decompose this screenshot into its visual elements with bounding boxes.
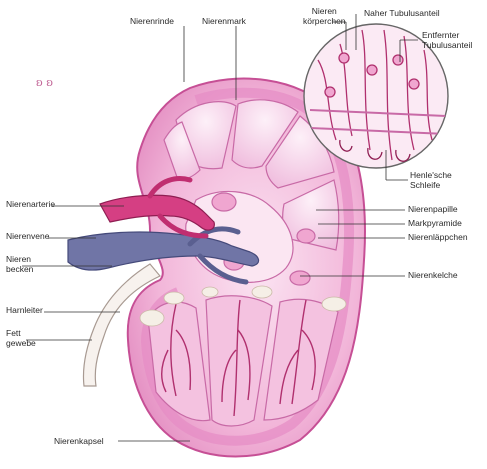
label-nierenkoerperchen-line2: körperchen xyxy=(303,16,346,26)
label-nierenlaeppchen: Nierenläppchen xyxy=(408,232,468,242)
label-harnleiter: Harnleiter xyxy=(6,305,43,315)
label-nierenrinde: Nierenrinde xyxy=(130,16,174,26)
label-fettgewebe: Fett gewebe xyxy=(6,328,36,348)
label-nierenmark: Nierenmark xyxy=(202,16,246,26)
label-entfernter-line2: Tubulusanteil xyxy=(422,40,472,50)
label-entfernter-tubulusanteil: Entfernter Tubulusanteil xyxy=(422,30,472,50)
label-henle-line1: Henle'sche xyxy=(410,170,452,180)
label-naher-tubulusanteil: Naher Tubulusanteil xyxy=(364,8,440,18)
label-nierenkoerperchen-line1: Nieren xyxy=(303,6,346,16)
label-nierenpapille: Nierenpapille xyxy=(408,204,458,214)
label-nierenbecken-line2: becken xyxy=(6,264,33,274)
label-fettgewebe-line1: Fett xyxy=(6,328,36,338)
lower-lobes xyxy=(148,296,338,426)
label-nierenarterie: Nierenarterie xyxy=(6,199,55,209)
label-nierenkapsel: Nierenkapsel xyxy=(54,436,104,446)
label-nierenkoerperchen: Nieren körperchen xyxy=(303,6,346,26)
label-henle-schleife: Henle'sche Schleife xyxy=(410,170,452,190)
label-markpyramide: Markpyramide xyxy=(408,218,462,228)
label-nierenkelche: Nierenkelche xyxy=(408,270,458,280)
label-henle-line2: Schleife xyxy=(410,180,452,190)
label-nierenvene: Nierenvene xyxy=(6,231,49,241)
label-nierenbecken-line1: Nieren xyxy=(6,254,33,264)
label-nierenbecken: Nieren becken xyxy=(6,254,33,274)
label-fettgewebe-line2: gewebe xyxy=(6,338,36,348)
label-entfernter-line1: Entfernter xyxy=(422,30,472,40)
ornament-glyph: ʚ ʚ xyxy=(36,76,53,89)
